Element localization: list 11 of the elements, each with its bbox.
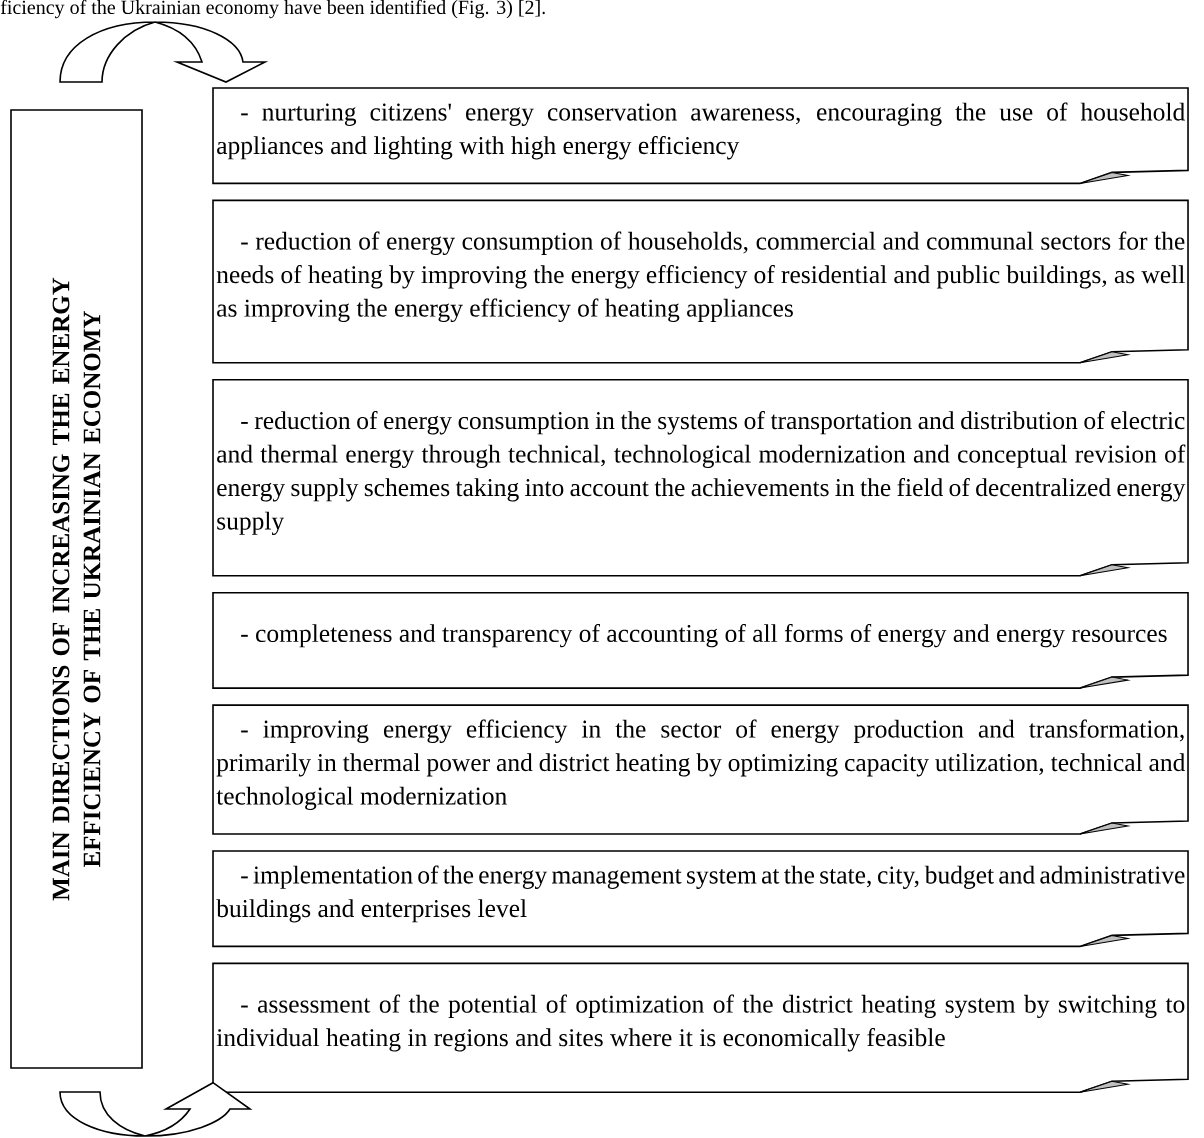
note-box: - implementation of the energy management system at the state, city, budget and administrative buildings and enterprises level [212, 850, 1189, 948]
note-box: - improving energy efficiency in the sector of energy production and transformation, primarily in thermal power and district heating by optimizing capacity utilization, technical and technological modernization [212, 704, 1189, 835]
note-box: - reduction of energy consumption of households, commercial and communal sectors for the needs of heating by improving the energy efficiency of residential and public buildings, as well as improving the energy efficiency of heating appliances [212, 199, 1189, 364]
curved-arrow [59, 1081, 251, 1137]
title-box: MAIN DIRECTIONS OF INCREASING THE ENERGY EFFICIENCY OF THE UKRAINIAN ECONOMY [10, 109, 143, 1069]
note-box: - completeness and transparency of accounting of all forms of energy and energy resources [212, 591, 1189, 689]
note-box: - nurturing citizens' energy conservation awareness, encouraging the use of household appliances and lighting with high energy efficiency [212, 87, 1189, 185]
body-text: ficiency of the Ukrainian economy have been identified (Fig. 3) [2]. [0, 0, 545, 19]
curved-arrow [59, 21, 266, 83]
note-box: - reduction of energy consumption in the systems of transportation and distribution of electric and thermal energy through technical, technological modernization and conceptual revision of energy supply schemes taking into account the achievements in the field of decentralized energy supply [212, 379, 1189, 577]
note-box: - assessment of the potential of optimization of the district heating system by switching to individual heating in regions and sites where it is economically feasible [212, 962, 1189, 1094]
